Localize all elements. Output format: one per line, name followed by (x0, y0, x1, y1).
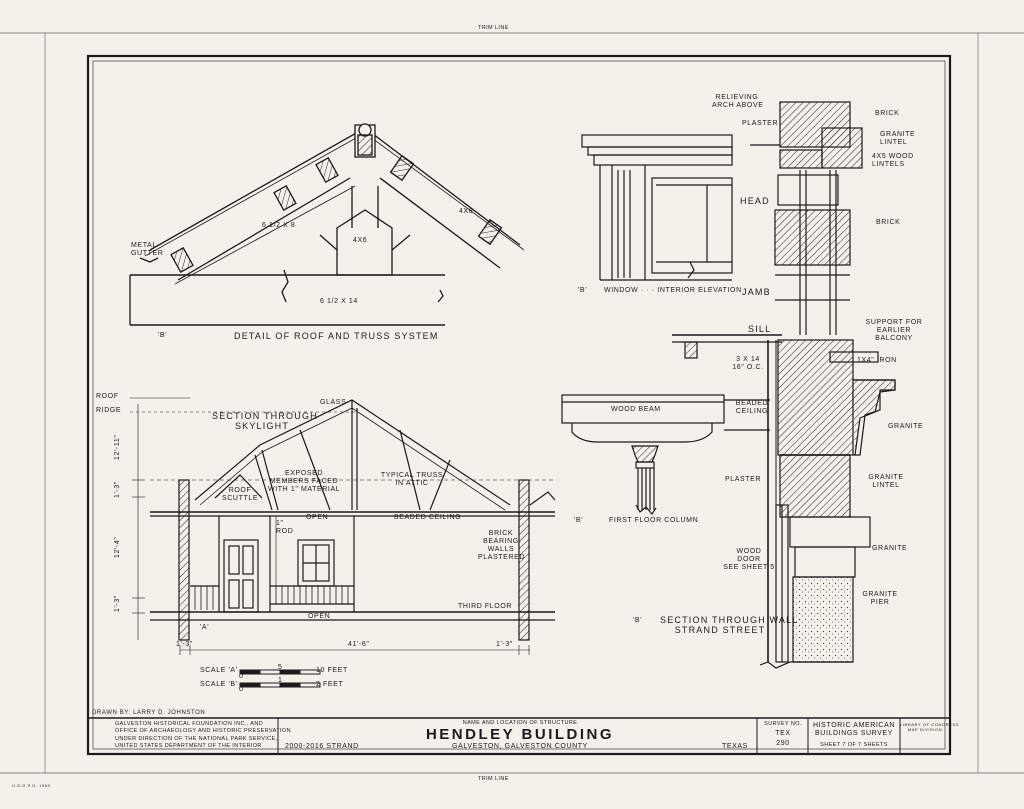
scale-b-mid: 1 (278, 677, 283, 684)
brick-top-label: BRICK (875, 110, 900, 117)
trim-line-top: TRIM LINE (478, 25, 509, 31)
dim-mid: 41'-6" (348, 641, 370, 648)
survey-no-label: SURVEY NO. (764, 721, 802, 727)
iron-label: 1X4" IRON (857, 357, 897, 364)
sill-label: SILL (748, 324, 772, 334)
org-line-3: UNDER DIRECTION OF THE NATIONAL PARK SER… (115, 736, 278, 742)
scale-a-label: SCALE 'A' (200, 667, 238, 674)
wall-section-drawing (672, 101, 896, 669)
survey-state: TEX (775, 730, 791, 737)
scale-b-label: SCALE 'B' (200, 681, 238, 688)
roof-label: ROOF (96, 393, 119, 400)
name-location-caption: NAME AND LOCATION OF STRUCTURE (462, 720, 578, 726)
rod-label: 1"ROD (276, 520, 294, 536)
trim-line-bottom: TRIM LINE (478, 776, 509, 782)
sheet-number: SHEET 7 OF 7 SHEETS (820, 742, 888, 748)
third-floor-label: THIRD FLOOR (458, 603, 513, 610)
post-size: 4X6 (353, 237, 368, 244)
window-elevation-drawing (581, 134, 733, 281)
wood-beam-label: WOOD BEAM (611, 406, 661, 413)
ridge-label: RIDGE (96, 407, 122, 414)
state: TEXAS (722, 743, 748, 750)
skylight-section-drawing (130, 397, 556, 655)
dim-height-3: 12'-4" (114, 536, 121, 558)
metal-gutter-label: METAL GUTTER (131, 242, 164, 258)
roof-detail-title: DETAIL OF ROOF AND TRUSS SYSTEM (234, 331, 439, 341)
dim-height-4: 1'-3" (114, 595, 121, 612)
column-scale-mark: 'B' (574, 517, 584, 524)
rafter-size-right: 4X6 (459, 208, 474, 215)
scale-a-zero: 0 (239, 673, 244, 680)
dim-height-1: 12'-11" (114, 434, 121, 460)
dim-height-2: 1'-3" (114, 481, 121, 498)
tie-beam-size: 6 1/2 X 14 (320, 298, 358, 305)
building-name: HENDLEY BUILDING (425, 726, 615, 743)
scale-bars (239, 669, 321, 688)
drawn-by: DRAWN BY: LARRY D. JOHNSTON (92, 710, 206, 716)
city-county: GALVESTON, GALVESTON COUNTY (452, 743, 588, 750)
beaded-ceiling-section-label: BEADED CEILING (394, 514, 462, 521)
org-line-4: UNITED STATES DEPARTMENT OF THE INTERIOR (115, 743, 262, 749)
open-upper-label: OPEN (306, 514, 329, 521)
scale-a-end: 10 FEET (316, 667, 348, 674)
head-label: HEAD (740, 196, 770, 206)
skylight-scale-mark: 'A' (200, 624, 210, 631)
open-lower-label: OPEN (308, 613, 331, 620)
dim-right: 1'-3" (496, 641, 513, 648)
window-scale-mark: 'B' (578, 287, 588, 294)
roof-truss-drawing (129, 123, 525, 326)
glass-label: GLASS (320, 399, 347, 406)
org-line-1: GALVESTON HISTORICAL FOUNDATION INC., AN… (115, 721, 264, 727)
address: 2000-2016 STRAND (285, 743, 359, 750)
org-line-2: OFFICE OF ARCHAEOLOGY AND HISTORIC PRESE… (115, 728, 291, 734)
granite-cornice-label: GRANITE (888, 423, 924, 430)
scale-b-zero: 0 (239, 686, 244, 693)
survey-number: 290 (776, 740, 790, 747)
scale-a-mid: 5 (278, 664, 283, 671)
printer-mark: U.S.G.P.O. 1969 (12, 783, 51, 788)
roof-scale-mark: 'B' (158, 332, 168, 339)
wall-scale-mark: 'B' (633, 617, 643, 624)
column-detail-title: FIRST FLOOR COLUMN (609, 517, 699, 524)
brick-mid-label: BRICK (876, 219, 901, 226)
rafter-size-left: 6 1/2 X 8 (262, 222, 296, 229)
granite-base-label: GRANITE (872, 545, 908, 552)
column-detail-drawing (561, 394, 770, 515)
dim-left: 1'-3" (176, 641, 193, 648)
window-elevation-title: WINDOW · · · INTERIOR ELEVATION (604, 287, 742, 294)
plaster-top-label: PLASTER (742, 120, 779, 127)
scale-b-end: 2 FEET (316, 681, 344, 688)
plaster-low-label: PLASTER (725, 476, 762, 483)
jamb-label: JAMB (742, 287, 771, 297)
